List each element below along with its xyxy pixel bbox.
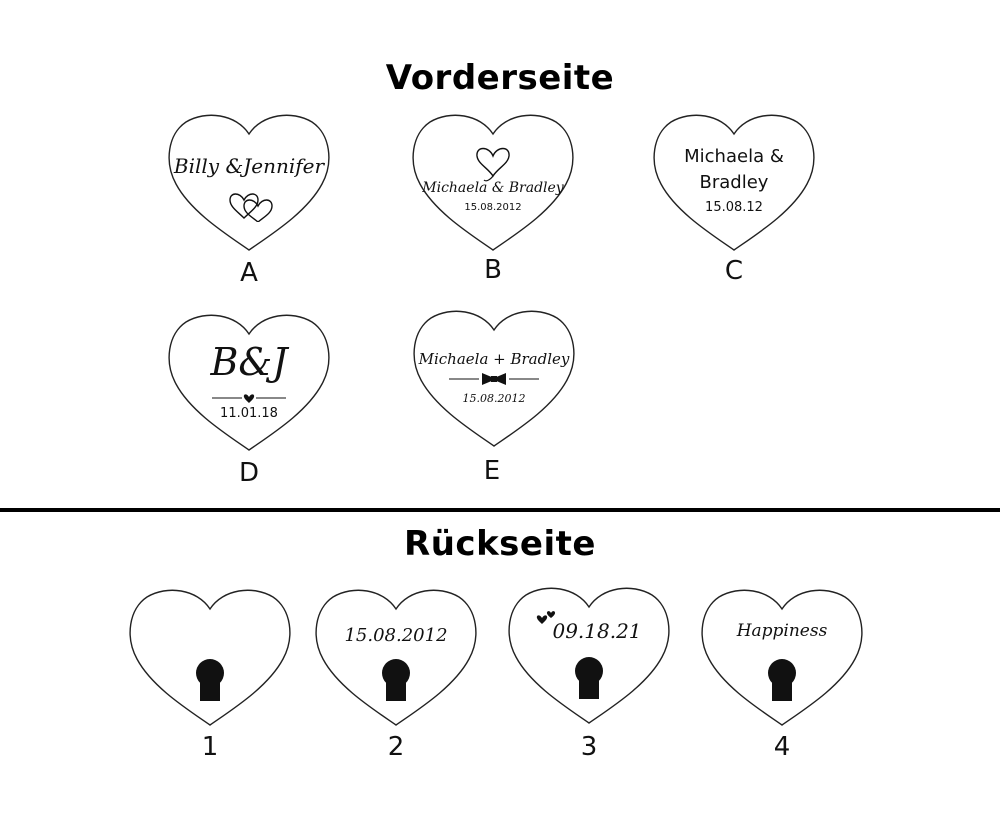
swirl-heart-icon — [476, 147, 510, 182]
design-b-date: 15.08.2012 — [464, 202, 522, 213]
label-2: 2 — [387, 732, 405, 762]
label-a: A — [240, 258, 258, 288]
bow-tie-icon — [449, 373, 539, 385]
back-3-date: 09.18.21 — [552, 619, 642, 643]
label-c: C — [724, 256, 744, 286]
keyhole-icon — [768, 659, 796, 701]
design-e-names: Michaela + Bradley — [418, 350, 570, 368]
front-design-d[interactable]: B&J 11.01.18 — [166, 312, 332, 452]
heart-outline-icon — [701, 589, 863, 726]
design-e-date: 15.08.2012 — [462, 392, 526, 405]
back-design-3[interactable]: 09.18.21 — [506, 585, 672, 725]
double-heart-icon — [229, 193, 273, 222]
front-design-a[interactable]: Billy &Jennifer — [166, 112, 332, 252]
front-design-c[interactable]: Michaela & Bradley 15.08.12 — [651, 112, 817, 252]
label-e: E — [483, 456, 501, 486]
heart-outline-icon — [412, 114, 574, 251]
design-d-monogram: B&J — [210, 340, 288, 384]
heart-outline-icon — [168, 114, 330, 251]
heart-outline-icon — [508, 587, 670, 724]
label-d: D — [238, 458, 260, 488]
label-4: 4 — [773, 732, 791, 762]
divider-heart-icon — [212, 394, 286, 403]
design-c-date: 15.08.12 — [705, 200, 763, 215]
small-hearts-icon — [536, 611, 556, 624]
heart-outline-icon — [168, 314, 330, 451]
design-c-line2: Bradley — [699, 172, 769, 193]
heart-outline-icon — [129, 589, 291, 726]
design-d-date: 11.01.18 — [220, 406, 278, 421]
back-2-date: 15.08.2012 — [344, 625, 448, 646]
section-divider — [0, 508, 1000, 512]
label-1: 1 — [201, 732, 219, 762]
front-design-b[interactable]: Michaela & Bradley 15.08.2012 — [410, 112, 576, 252]
back-design-4[interactable]: Happiness — [699, 587, 865, 727]
design-b-names: Michaela & Bradley — [422, 180, 564, 196]
design-a-names: Billy &Jennifer — [173, 154, 325, 178]
back-design-2[interactable]: 15.08.2012 — [313, 587, 479, 727]
keyhole-icon — [382, 659, 410, 701]
back-4-text: Happiness — [736, 621, 828, 641]
label-3: 3 — [580, 732, 598, 762]
back-design-1[interactable] — [127, 587, 293, 727]
front-side-title: Vorderseite — [385, 58, 615, 98]
label-b: B — [484, 255, 502, 285]
heart-outline-icon — [315, 589, 477, 726]
keyhole-icon — [196, 659, 224, 701]
front-design-e[interactable]: Michaela + Bradley 15.08.2012 — [411, 308, 577, 448]
back-side-title: Rückseite — [404, 524, 596, 564]
heart-outline-icon — [653, 114, 815, 251]
design-c-line1: Michaela & — [684, 146, 784, 167]
keyhole-icon — [575, 657, 603, 699]
